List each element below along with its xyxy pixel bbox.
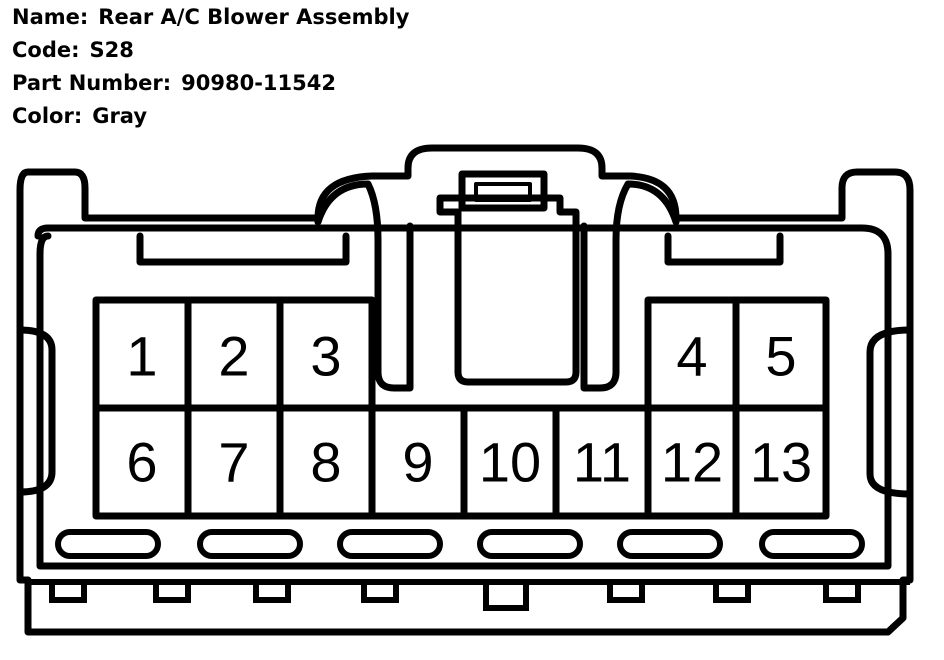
bottom-slot (55, 529, 161, 559)
bottom-foot (49, 579, 87, 603)
pin-6: 6 (126, 431, 157, 494)
right-top-tab (664, 232, 784, 266)
bottom-slot (477, 529, 583, 559)
pin-3: 3 (310, 325, 341, 388)
pin-13: 13 (750, 431, 812, 494)
pin-5: 5 (765, 325, 796, 388)
name-row: Name: Rear A/C Blower Assembly (12, 2, 409, 35)
pin-8: 8 (310, 431, 341, 494)
pin-4: 4 (676, 325, 707, 388)
name-label: Name: (12, 5, 89, 29)
part-number-label: Part Number: (12, 71, 172, 95)
pin-grid-dividers-v (184, 296, 740, 520)
bottom-foot (713, 579, 751, 603)
pin-grid (92, 296, 830, 520)
left-top-tab (136, 232, 350, 266)
code-label: Code: (12, 38, 80, 62)
right-shoulder (580, 180, 680, 392)
left-latch (16, 326, 56, 496)
pin-2: 2 (218, 325, 249, 388)
lock-window (458, 170, 548, 212)
center-lock (436, 194, 580, 386)
code-value: S28 (89, 38, 134, 62)
color-row: Color: Gray (12, 101, 409, 134)
code-row: Code: S28 (12, 35, 409, 68)
right-latch (866, 326, 914, 498)
bottom-foot (607, 579, 645, 603)
part-number-value: 90980-11542 (181, 71, 336, 95)
pin-1: 1 (126, 325, 157, 388)
pin-10: 10 (479, 431, 541, 494)
part-number-row: Part Number: 90980-11542 (12, 68, 409, 101)
connector-info: Name: Rear A/C Blower Assembly Code: S28 P… (12, 2, 409, 134)
connector-housing-outline (16, 144, 914, 636)
bottom-foot (361, 579, 399, 603)
bottom-slot (337, 529, 443, 559)
left-shoulder (314, 180, 414, 392)
bottom-foot-center (483, 579, 529, 611)
pin-7: 7 (218, 431, 249, 494)
bottom-slot (759, 529, 865, 559)
pin-12: 12 (661, 431, 723, 494)
color-label: Color: (12, 104, 83, 128)
name-value: Rear A/C Blower Assembly (98, 5, 410, 29)
pin-9: 9 (402, 431, 433, 494)
lock-window-inner (474, 182, 532, 202)
bottom-foot (823, 579, 861, 603)
bottom-slot (197, 529, 303, 559)
bottom-slot (617, 529, 723, 559)
color-value: Gray (92, 104, 148, 128)
connector-inner-frame (34, 224, 892, 570)
bottom-foot (253, 579, 291, 603)
pin-11: 11 (573, 431, 631, 494)
bottom-foot (153, 579, 191, 603)
